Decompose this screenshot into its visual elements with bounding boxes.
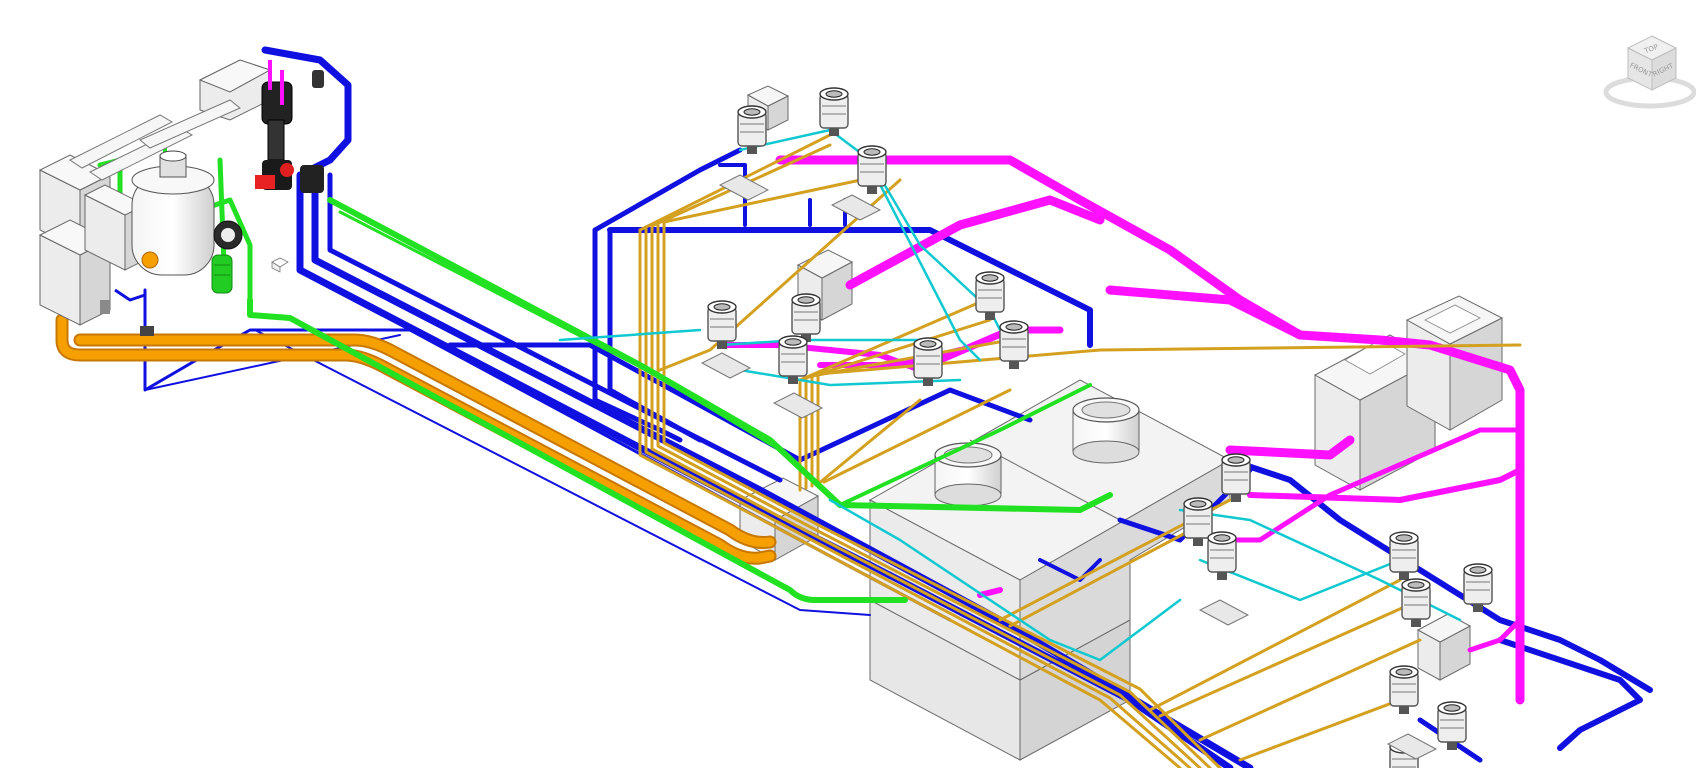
valve-manifold [255,60,324,193]
filter-tank [131,150,215,276]
viewcube-icon[interactable]: TOP FRONT RIGHT [1600,24,1696,120]
sump-cylinder-right [1072,397,1140,464]
heater-fitting [100,251,159,336]
nozzle-bases [700,174,1438,760]
pump [211,220,243,294]
equipment-room [38,59,324,336]
main-vault-box [868,379,1232,761]
cyan-pipe-network [558,128,1462,662]
sump-cylinder-left [934,442,1002,507]
